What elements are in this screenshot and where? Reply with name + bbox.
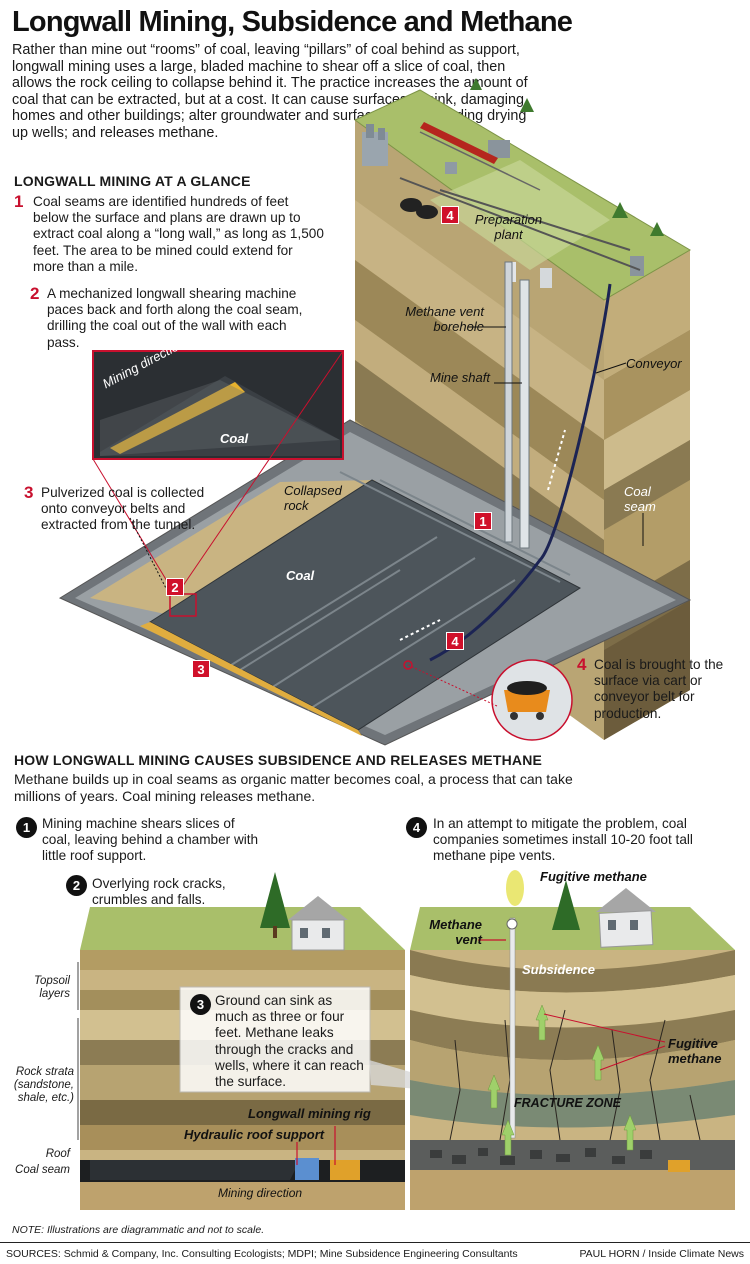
subsidence-label: Subsidence (522, 962, 595, 977)
subsidence-step-4-text: In an attempt to mitigate the problem, c… (433, 816, 693, 864)
subsidence-intro: Methane builds up in coal seams as organ… (14, 771, 573, 804)
trees (470, 78, 664, 236)
coal-seam-label: Coal seam (624, 484, 656, 514)
glance-step-1-number: 1 (14, 192, 24, 211)
mine-shaft (519, 279, 530, 549)
mine-shaft-label: Mine shaft (430, 370, 490, 385)
subsidence-step-2-number: 2 (66, 875, 87, 896)
methane-vent-label: Methane vent (429, 917, 482, 947)
glance-step-2-text: A mechanized longwall shearing machine p… (47, 286, 303, 350)
diagram-badge-1: 1 (474, 512, 492, 530)
hydraulic-support-label: Hydraulic roof support (184, 1127, 325, 1142)
subsidence-step-3-number: 3 (190, 994, 211, 1015)
roof-label: Roof (45, 1148, 70, 1160)
collapsed-rock-label: Collapsed rock (284, 483, 342, 513)
methane-vent-borehole-label: Methane vent borehole (405, 304, 484, 334)
train (419, 122, 541, 191)
page-title: Longwall Mining, Subsidence and Methane (12, 6, 573, 38)
fugitive-methane-top-label: Fugitive methane (540, 869, 647, 884)
sources-text: SOURCES: Schmid & Company, Inc. Consulti… (6, 1248, 518, 1260)
subsidence-heading: HOW LONGWALL MINING CAUSES SUBSIDENCE AN… (14, 752, 543, 768)
conveyor-line (429, 283, 612, 662)
coal-inset-label: Coal (220, 431, 249, 446)
rock-strata-label: Rock strata (sandstone, shale, etc.) (13, 1066, 74, 1104)
subsidence-step-3-text: Ground can sink as much as three or four… (215, 993, 364, 1090)
conveyor-label: Conveyor (626, 356, 682, 371)
glance-step-3-number: 3 (24, 483, 34, 502)
footer-rule (0, 1242, 750, 1243)
subsidence-step-1-text: Mining machine shears slices of coal, le… (42, 816, 259, 864)
collapsed-rock (90, 480, 375, 615)
longwall-rig-label: Longwall mining rig (248, 1106, 371, 1121)
fugitive-methane-side-label: Fugitive methane (668, 1036, 722, 1066)
preparation-plant-label: Preparation plant (474, 212, 543, 242)
coal-main-label: Coal (286, 568, 315, 583)
subsidence-step-2-text: Overlying rock cracks, crumbles and fall… (92, 876, 226, 908)
mining-direction-left-label: Mining direction (218, 1186, 303, 1200)
diagram-badge-4-surface: 4 (441, 206, 459, 224)
coal-seam-left-label: Coal seam (15, 1164, 70, 1176)
glance-step-2-number: 2 (30, 284, 40, 303)
glance-heading: LONGWALL MINING AT A GLANCE (14, 173, 251, 189)
glance-step-1-text: Coal seams are identified hundreds of fe… (33, 194, 324, 274)
glance-step-3-text: Pulverized coal is collected onto convey… (41, 485, 205, 533)
glance-step-4-number: 4 (577, 655, 587, 674)
diagram-badge-3: 3 (192, 660, 210, 678)
subsidence-step-4-number: 4 (406, 817, 427, 838)
credit-text: PAUL HORN / Inside Climate News (579, 1248, 744, 1260)
fracture-zone-label: FRACTURE ZONE (514, 1096, 621, 1110)
note-text: NOTE: Illustrations are diagrammatic and… (12, 1224, 265, 1236)
glance-step-4-text: Coal is brought to the surface via cart … (594, 657, 724, 721)
diagram-badge-4-floor: 4 (446, 632, 464, 650)
methane-vent-borehole (504, 261, 513, 543)
topsoil-label: Topsoil layers (33, 975, 70, 1000)
diagram-badge-2: 2 (166, 578, 184, 596)
longwall-mine-illustration (58, 78, 692, 746)
subsidence-step-1-number: 1 (16, 817, 37, 838)
